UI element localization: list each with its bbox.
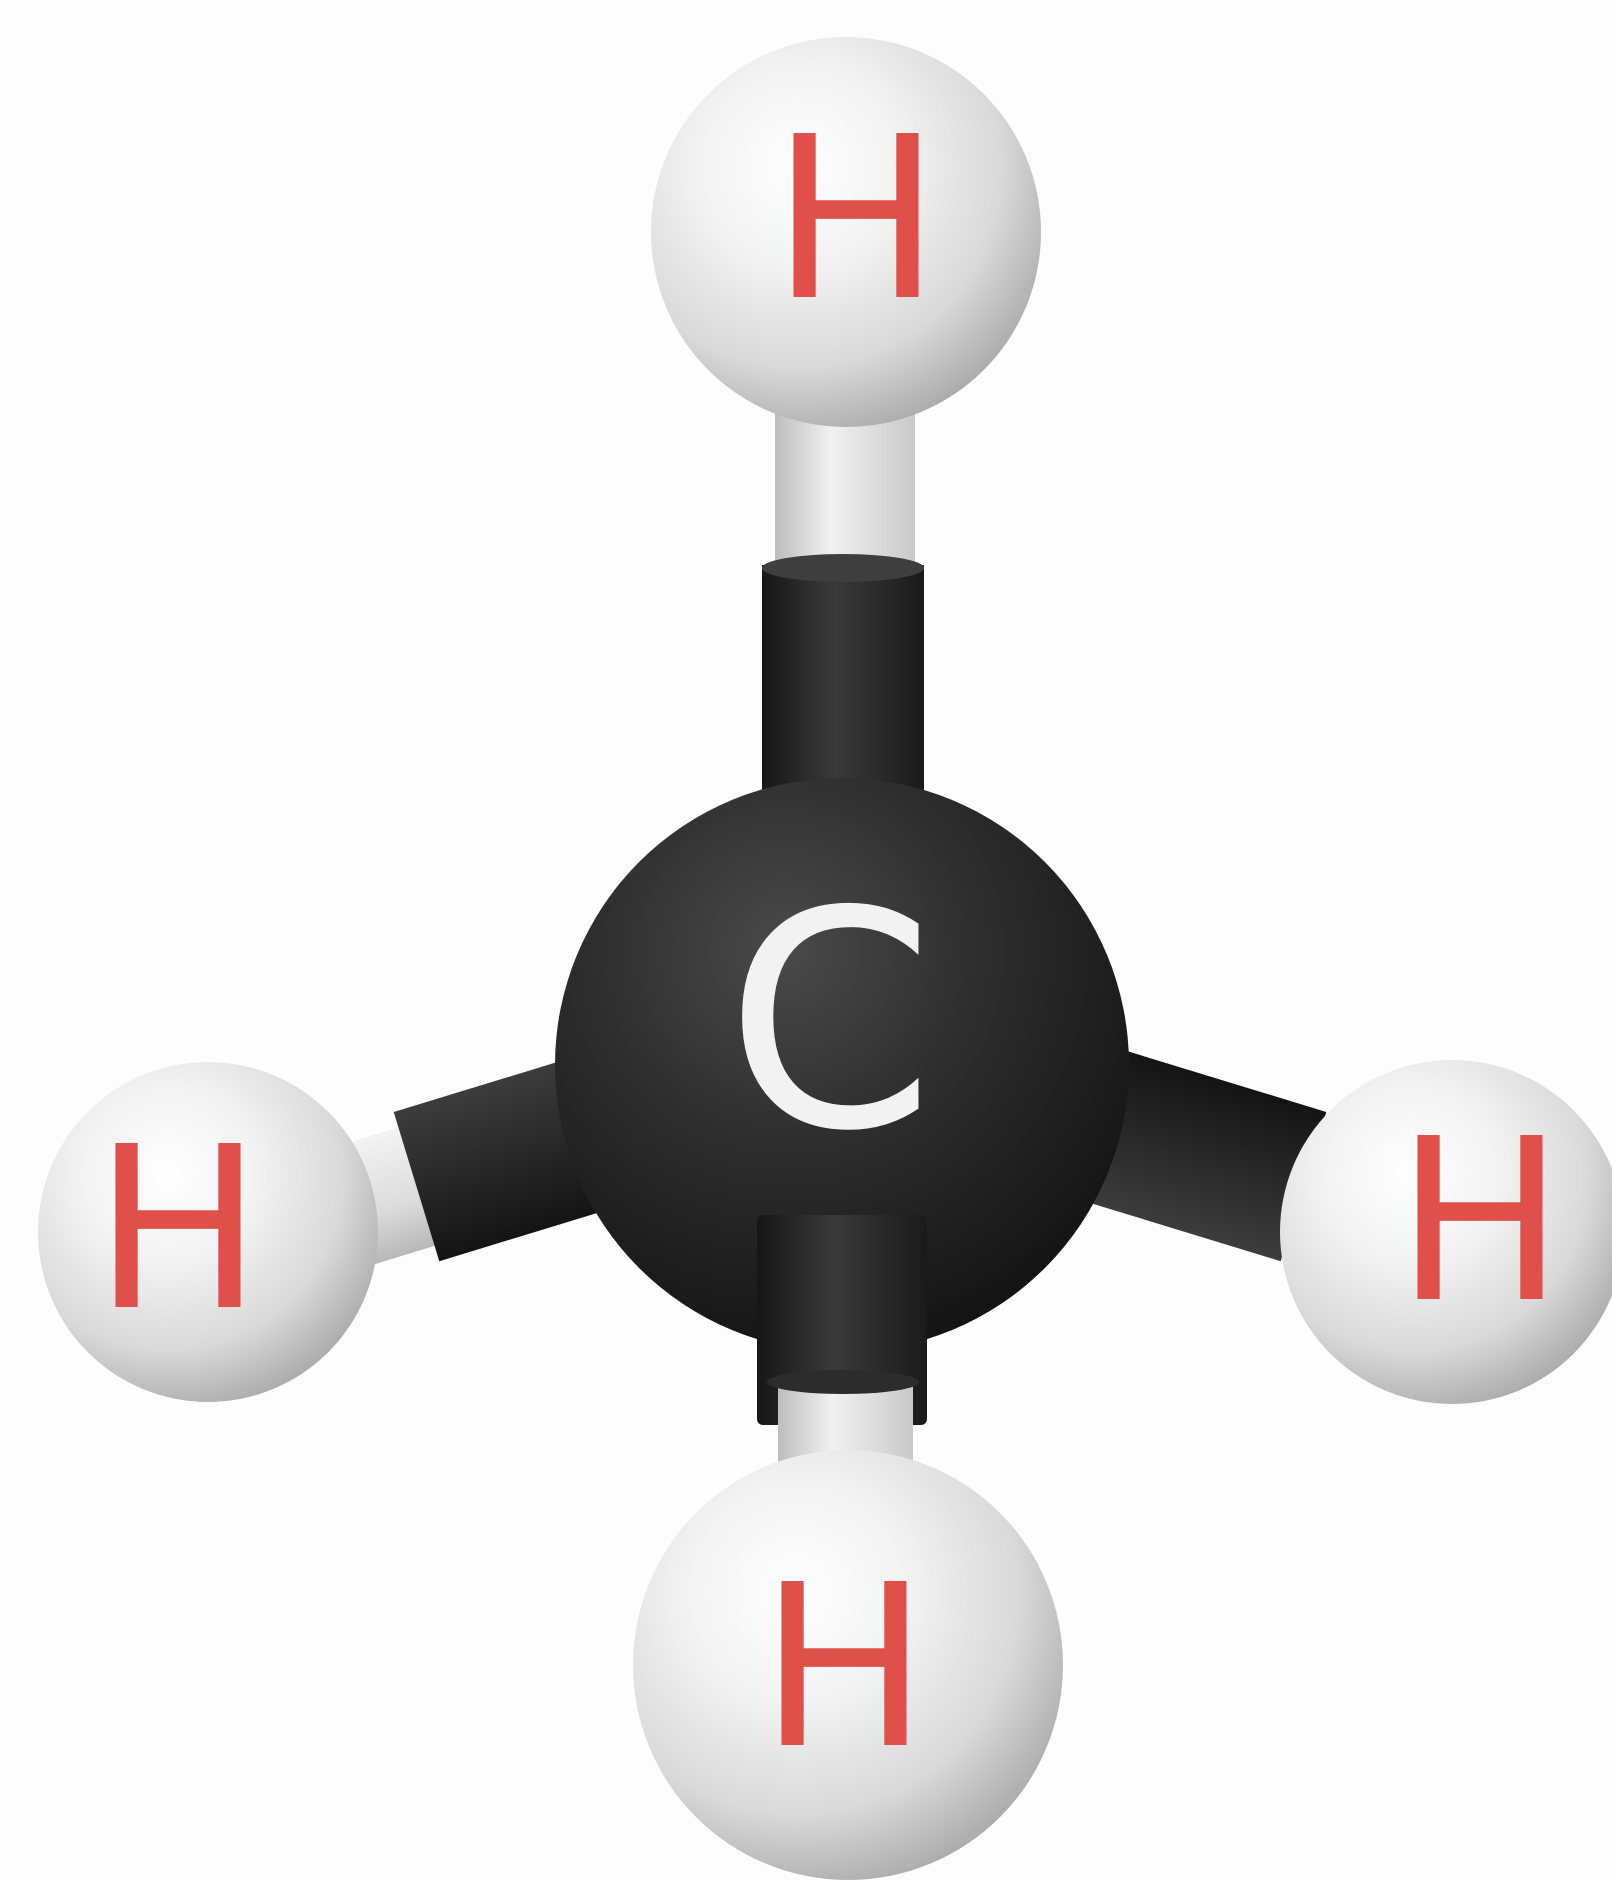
bond-right-carbon-segment — [1060, 1044, 1327, 1262]
hydrogen-label-right: H — [1395, 1091, 1564, 1353]
hydrogen-atom-left: H — [38, 1062, 378, 1402]
hydrogen-label-left: H — [93, 1099, 262, 1361]
hydrogen-sphere-right — [1280, 1060, 1612, 1404]
hydrogen-sphere-bottom — [633, 1450, 1063, 1880]
hydrogen-atom-top: H — [651, 37, 1041, 427]
hydrogen-atom-right: H — [1280, 1060, 1612, 1404]
hydrogen-label-top: H — [771, 89, 940, 351]
hydrogen-atom-bottom: H — [633, 1450, 1063, 1880]
carbon-sphere — [555, 778, 1129, 1352]
carbon-atom — [555, 778, 1129, 1352]
bond-top-carbon-segment — [762, 565, 924, 815]
carbon-label: C — [725, 848, 934, 1197]
hydrogen-sphere-left — [38, 1062, 378, 1402]
hydrogen-sphere-top — [651, 37, 1041, 427]
hydrogen-label-bottom: H — [759, 1537, 928, 1799]
bond-top — [762, 395, 924, 815]
